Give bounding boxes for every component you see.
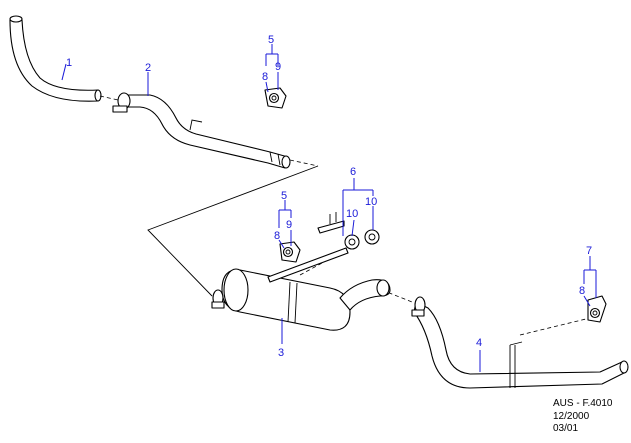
callout-8-upper: 8 bbox=[262, 71, 268, 83]
clamp-front[interactable] bbox=[112, 92, 131, 113]
leader-5-middle bbox=[278, 200, 292, 228]
reference-revision: 03/01 bbox=[553, 423, 579, 434]
callout-10-right: 10 bbox=[365, 196, 377, 208]
leader-6-10 bbox=[342, 178, 374, 237]
alignment-line-pipe1 bbox=[99, 95, 119, 101]
callout-3: 3 bbox=[278, 347, 284, 359]
callout-9-middle: 9 bbox=[286, 219, 292, 231]
callout-8-right: 8 bbox=[579, 285, 585, 297]
alignment-line-tail bbox=[519, 317, 591, 336]
hanger-bar[interactable] bbox=[267, 212, 349, 283]
callout-1: 1 bbox=[66, 57, 72, 69]
callout-8-middle: 8 bbox=[274, 230, 280, 242]
leader-1 bbox=[61, 63, 67, 81]
callout-5-middle: 5 bbox=[281, 190, 287, 202]
part-2-intermediate-pipe[interactable] bbox=[119, 94, 291, 169]
reference-code: AUS - F.4010 bbox=[553, 398, 613, 409]
alignment-line-pipe2 bbox=[289, 159, 319, 167]
reference-date: 12/2000 bbox=[553, 410, 590, 422]
hanger-middle-right[interactable] bbox=[364, 229, 380, 245]
leader-5-upper bbox=[265, 44, 279, 66]
hanger-middle-left[interactable] bbox=[279, 241, 301, 263]
hanger-right[interactable] bbox=[587, 295, 607, 323]
leader-8-9-upper bbox=[265, 72, 279, 93]
callout-5-upper: 5 bbox=[268, 34, 274, 46]
part-1-front-pipe[interactable] bbox=[9, 15, 102, 102]
reference-block: AUS - F.4010 12/2000 03/01 bbox=[553, 398, 612, 436]
callout-7: 7 bbox=[586, 245, 592, 257]
leader-8-9-middle bbox=[278, 230, 292, 249]
clamp-tail[interactable] bbox=[411, 296, 426, 317]
part-4-tail-pipe[interactable] bbox=[413, 301, 629, 389]
callout-4: 4 bbox=[476, 337, 482, 349]
callout-2: 2 bbox=[145, 62, 151, 74]
clamp-muffler[interactable] bbox=[211, 289, 225, 309]
callout-6: 6 bbox=[350, 166, 356, 178]
alignment-frame bbox=[147, 165, 319, 297]
leader-7-8 bbox=[583, 256, 597, 307]
part-3-muffler[interactable] bbox=[221, 268, 391, 331]
alignment-line-muffler bbox=[381, 289, 413, 303]
callout-9-upper: 9 bbox=[275, 61, 281, 73]
hanger-middle-center[interactable] bbox=[344, 234, 360, 250]
callout-10-left: 10 bbox=[346, 208, 358, 220]
